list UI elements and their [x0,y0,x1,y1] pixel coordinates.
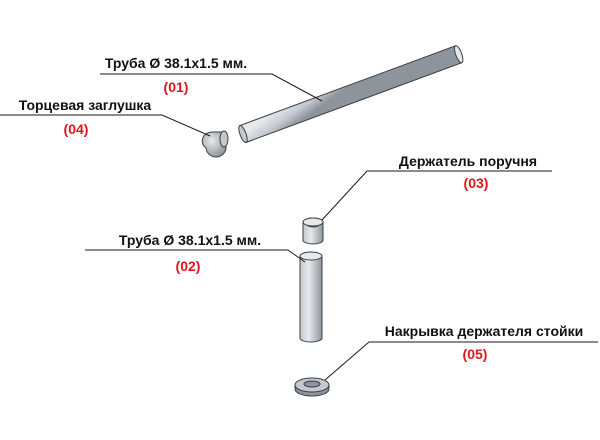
callout-03: Держатель поручня (03) [321,153,552,221]
callout-04: Торцевая заглушка (04) [0,97,211,137]
leader-line-01 [100,73,323,102]
end-cap-04-rim [219,130,229,148]
tube-01-near-end [238,124,248,144]
handrail-holder-03 [302,217,324,245]
callout-05-code: (05) [463,346,488,362]
end-cap-04 [201,130,229,158]
callout-03-code: (03) [464,175,489,191]
callout-01: Труба Ø 38.1x1.5 мм. (01) [100,55,323,102]
callout-02: Труба Ø 38.1x1.5 мм. (02) [85,232,306,274]
callout-02-title: Труба Ø 38.1x1.5 мм. [119,232,261,248]
tube-02-top [299,251,323,261]
callout-04-title: Торцевая заглушка [19,97,152,113]
callout-05-title: Накрывка держателя стойки [385,323,583,339]
tube-01 [238,45,464,144]
handrail-holder-03-top [302,217,324,227]
post-cover-05-hole [303,380,321,388]
leader-line-04 [0,114,211,137]
callout-04-code: (04) [64,121,89,137]
leader-line-02 [85,249,306,263]
post-cover-05 [294,377,330,397]
tube-01-far-end [454,45,464,64]
leader-line-05 [324,341,598,381]
leader-line-03 [321,170,552,221]
tube-01-body [239,45,463,144]
callout-01-code: (01) [164,79,189,95]
callout-02-code: (02) [176,258,201,274]
tube-02 [299,251,323,343]
callout-03-title: Держатель поручня [399,153,537,169]
callout-01-title: Труба Ø 38.1x1.5 мм. [105,55,247,71]
tube-02-body [299,255,323,343]
callout-05: Накрывка держателя стойки (05) [324,323,598,381]
